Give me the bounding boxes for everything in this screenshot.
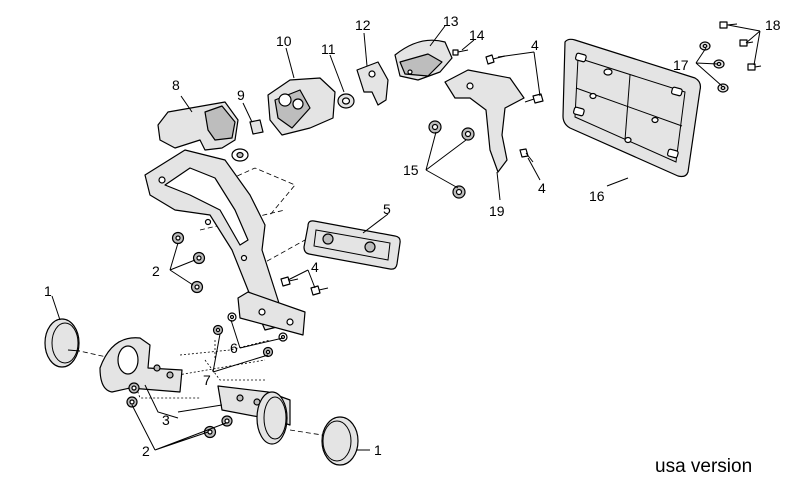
leader-lines xyxy=(51,24,761,451)
part-14-screw xyxy=(452,49,469,56)
part-19-support xyxy=(444,69,525,173)
part-15-nuts xyxy=(428,120,475,199)
part-3-bracket-left xyxy=(99,337,183,393)
callout-2a: 2 xyxy=(152,263,160,279)
callout-labels: 1 1 2 2 3 4 4 4 5 6 7 8 9 10 11 12 13 14… xyxy=(44,13,781,459)
callout-11: 11 xyxy=(321,41,336,57)
part-16-plate-holder xyxy=(562,38,702,178)
callout-8: 8 xyxy=(172,77,180,93)
callout-6: 6 xyxy=(230,340,238,356)
callout-12: 12 xyxy=(355,17,371,33)
callout-15: 15 xyxy=(403,162,419,178)
callout-19: 19 xyxy=(489,203,505,219)
callout-4c: 4 xyxy=(538,180,546,196)
part-9-small-plate xyxy=(249,119,264,135)
part-11-ring xyxy=(337,93,355,109)
part-3-bracket-right xyxy=(217,385,291,445)
part-2-nuts-lower xyxy=(126,382,233,439)
part-4-screws-middle xyxy=(280,276,329,296)
part-6-washers xyxy=(227,312,288,342)
part-13-lamp-cover xyxy=(394,39,453,81)
callout-3: 3 xyxy=(162,412,170,428)
callout-17: 17 xyxy=(673,57,689,73)
part-10-light-housing xyxy=(267,77,336,136)
part-12-bracket xyxy=(356,61,389,106)
callout-1b: 1 xyxy=(374,442,382,458)
callout-4a: 4 xyxy=(311,259,319,275)
part-17-washers xyxy=(699,41,729,93)
part-1-reflector-right xyxy=(321,416,359,466)
part-5-reflector xyxy=(303,220,401,270)
callout-9: 9 xyxy=(237,87,245,103)
callout-13: 13 xyxy=(443,13,459,29)
callout-10: 10 xyxy=(276,33,292,49)
callout-7: 7 xyxy=(203,372,211,388)
part-2-nuts-upper xyxy=(171,231,206,294)
part-7-nuts xyxy=(212,324,274,358)
callout-2b: 2 xyxy=(142,443,150,459)
caption-usa-version: usa version xyxy=(655,456,752,477)
plate-bracket xyxy=(237,291,306,336)
part-18-screws xyxy=(719,21,762,71)
callout-18: 18 xyxy=(765,17,781,33)
callout-5: 5 xyxy=(383,201,391,217)
part-8-main-bracket xyxy=(144,101,286,331)
part-1-reflector-left xyxy=(44,318,81,368)
callout-16: 16 xyxy=(589,188,605,204)
callout-4b: 4 xyxy=(531,37,539,53)
callout-14: 14 xyxy=(469,27,485,43)
callout-1a: 1 xyxy=(44,283,52,299)
